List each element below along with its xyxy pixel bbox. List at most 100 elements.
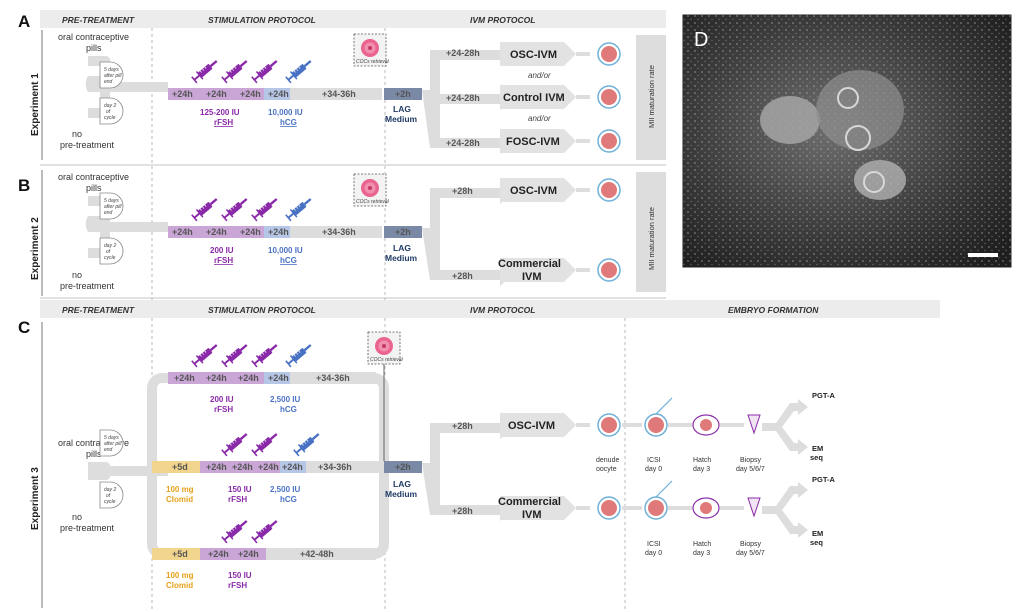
svg-text:Hatch: Hatch [693,541,711,548]
svg-text:LAG: LAG [393,243,411,253]
svg-text:cycle: cycle [104,255,116,261]
svg-text:+24-28h: +24-28h [446,48,480,58]
svg-text:EM: EM [812,444,823,453]
svg-text:day 3: day 3 [693,550,710,557]
svg-text:Clomid: Clomid [166,495,193,504]
svg-text:+24h: +24h [238,373,259,383]
svg-text:cycle: cycle [104,115,116,121]
syringe-icon [292,429,323,458]
svg-text:+24h: +24h [240,227,261,237]
svg-text:+24h: +24h [232,462,253,472]
svg-text:day 5/6/7: day 5/6/7 [736,466,765,473]
svg-text:day 0: day 0 [645,466,662,473]
svg-text:ICSI: ICSI [647,457,661,464]
svg-text:rFSH: rFSH [214,118,233,127]
svg-text:hCG: hCG [280,495,297,504]
svg-text:+5d: +5d [172,549,188,559]
svg-text:Commercial: Commercial [498,258,561,270]
svg-text:hCG: hCG [280,118,297,127]
micrograph-panel-d: D [682,14,1012,268]
syringe-icon [220,340,251,369]
svg-text:200 IU: 200 IU [210,395,234,404]
svg-text:+24h: +24h [172,89,193,99]
experiment-1: oral contraceptive pills 5 days after pi… [58,32,666,160]
control-ivm-label: Control IVM [503,92,565,104]
svg-text:+28h: +28h [452,421,473,431]
header-ivm: IVM PROTOCOL [470,15,536,25]
svg-text:Commercial: Commercial [498,496,561,508]
oocyte-icon [597,258,621,282]
svg-text:+2h: +2h [395,89,411,99]
svg-text:hCG: hCG [280,405,297,414]
svg-text:EM: EM [812,529,823,538]
header-pre-treatment: PRE-TREATMENT [62,15,135,25]
svg-text:denude: denude [596,457,619,464]
svg-text:+24h: +24h [268,373,289,383]
syringe-icon [250,56,281,85]
svg-text:+24h: +24h [208,549,229,559]
fosc-ivm-label: FOSC-IVM [506,136,560,148]
svg-text:200 IU: 200 IU [210,246,234,255]
svg-text:+24h: +24h [206,227,227,237]
svg-text:MII maturation rate: MII maturation rate [647,207,656,270]
svg-text:+42-48h: +42-48h [300,549,334,559]
svg-text:+24h: +24h [258,462,279,472]
syringe-icon [220,194,251,223]
svg-text:Medium: Medium [385,253,418,263]
svg-text:+2h: +2h [395,462,411,472]
experiment-3: oral contraceptive pills 5 days after pi… [58,331,836,590]
svg-text:+28h: +28h [452,186,473,196]
svg-text:COCs retrieval: COCs retrieval [370,357,404,363]
svg-text:of: of [106,493,111,499]
svg-text:no: no [72,270,82,280]
header-stimulation: STIMULATION PROTOCOL [208,15,316,25]
svg-text:oral contraceptive: oral contraceptive [58,172,129,182]
svg-text:pills: pills [86,183,102,193]
svg-text:+24h: +24h [206,373,227,383]
svg-text:Biopsy: Biopsy [740,541,762,548]
svg-text:Hatch: Hatch [693,457,711,464]
svg-text:cycle: cycle [104,499,116,505]
header-stimulation-c: STIMULATION PROTOCOL [208,305,316,315]
experiment-1-label: Experiment 1 [30,73,41,136]
syringe-icon [250,516,281,545]
svg-text:oral contraceptive: oral contraceptive [58,32,129,42]
svg-text:150 IU: 150 IU [228,485,252,494]
svg-text:seq: seq [810,453,823,462]
syringe-icon [284,340,315,369]
icsi-oocyte-icon [644,496,668,520]
experiment-2: oral contraceptive pills 5 days after pi… [58,172,666,292]
svg-text:and/or: and/or [528,71,551,80]
svg-text:after pill: after pill [104,73,122,79]
header-ivm-c: IVM PROTOCOL [470,305,536,315]
syringe-icon [190,340,221,369]
svg-text:+24h: +24h [172,227,193,237]
svg-text:Biopsy: Biopsy [740,457,762,464]
svg-text:day 2: day 2 [104,487,116,493]
svg-text:+24-28h: +24-28h [446,93,480,103]
svg-text:5 days: 5 days [104,198,119,204]
svg-text:+28h: +28h [452,506,473,516]
svg-text:100 mg: 100 mg [166,485,194,494]
svg-text:of: of [106,249,111,255]
header-bar-c [40,300,940,318]
svg-text:+24h: +24h [174,373,195,383]
svg-text:COCs retrieval: COCs retrieval [356,59,390,65]
oocyte-icon [597,42,621,66]
svg-text:+34-36h: +34-36h [318,462,352,472]
svg-text:seq: seq [810,538,823,547]
svg-text:end: end [104,210,113,216]
svg-text:+24h: +24h [240,89,261,99]
oocyte-icon [597,85,621,109]
experiment-2-label: Experiment 2 [30,217,41,280]
icsi-oocyte-icon [644,413,668,437]
svg-text:+24h: +24h [268,227,289,237]
svg-text:oral contraceptive: oral contraceptive [58,438,129,448]
svg-text:+24h: +24h [238,549,259,559]
header-bar-top [40,10,666,28]
svg-text:end: end [104,447,113,453]
svg-text:pills: pills [86,449,102,459]
svg-text:Medium: Medium [385,489,418,499]
svg-text:2,500 IU: 2,500 IU [270,485,300,494]
panel-label-c: C [18,318,30,337]
